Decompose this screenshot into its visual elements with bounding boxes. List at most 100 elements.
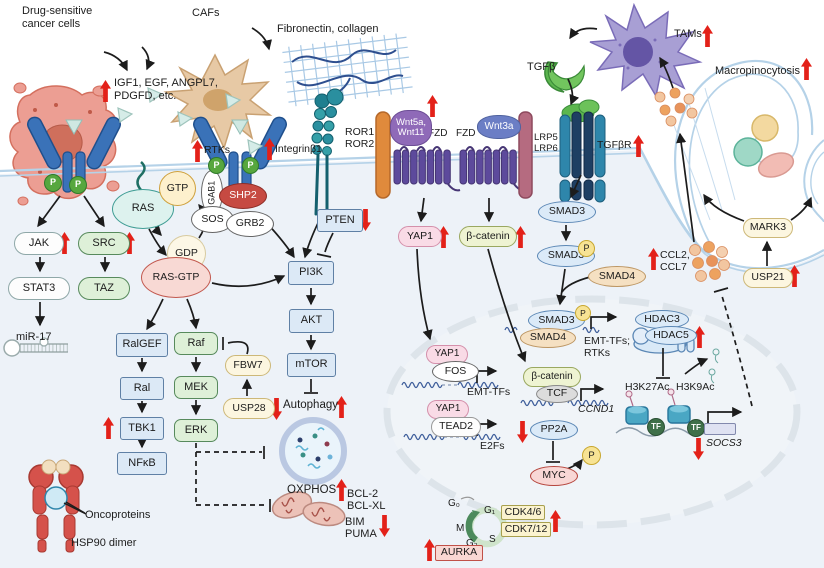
raf-node: Raf — [174, 332, 218, 355]
tgfb-label: TGFβ — [527, 61, 556, 73]
shp2-node: SHP2 — [219, 183, 267, 209]
macropinocytosis-label: Macropinocytosis — [715, 65, 800, 77]
fibronectin-label: Fibronectin, collagen — [277, 23, 379, 35]
bcatenin-cyto-node: β-catenin — [459, 226, 517, 247]
phospho-myc: P — [582, 446, 601, 465]
trend-up-tams — [702, 25, 713, 47]
grb2-node: GRB2 — [226, 211, 274, 237]
hsp90-dimer — [28, 459, 87, 553]
cdk46-node: CDK4/6 — [501, 505, 545, 520]
mek-node: MEK — [174, 376, 218, 399]
mark3-node: MARK3 — [743, 218, 793, 238]
fzd-receptor-2 — [459, 146, 527, 192]
fzd1-label: FZD — [428, 128, 448, 139]
tgfb-ligand — [544, 61, 585, 93]
bcatenin-nuc-node: β-catenin — [523, 367, 581, 387]
nucleosomes — [615, 348, 720, 437]
ccnd1-label: CCND1 — [578, 403, 615, 415]
src-node: SRC — [78, 232, 130, 255]
phospho-rtk2: P — [69, 176, 87, 194]
phospho-shp2b: P — [242, 157, 259, 174]
tead2-node: TEAD2 — [431, 417, 481, 437]
tgfbr-label: TGFβR — [597, 139, 632, 151]
ror-receptor — [375, 111, 391, 199]
ror-label: ROR1 ROR2 — [345, 126, 375, 151]
oncoproteins-label: Oncoproteins — [85, 509, 151, 521]
wnt5a-ligand: Wnt5a, Wnt11 — [390, 110, 432, 146]
trend-up-macropinocytosis — [801, 58, 812, 80]
autophagy-label: Autophagy — [283, 399, 338, 411]
lrp-label: LRP5 LRP6 — [534, 132, 558, 155]
macropinocytosis-ruffle — [671, 59, 824, 251]
smad3-node-1: SMAD3 — [538, 201, 596, 223]
oxphos-label: OXPHOS — [287, 484, 337, 496]
taz-node: TAZ — [78, 277, 130, 300]
wnt3a-ligand: Wnt3a — [477, 115, 521, 139]
ral-node: Ral — [120, 377, 164, 400]
fbw7-node: FBW7 — [225, 355, 271, 376]
g2-label: G₂ — [466, 538, 478, 549]
fzd-receptor-1 — [393, 146, 461, 192]
aurka-node: AURKA — [435, 545, 483, 561]
tgfbr-receptor — [559, 99, 606, 203]
emt-tfs-label: EMT-TFs — [467, 386, 511, 398]
hdac5-node: HDAC5 — [645, 326, 697, 345]
rtks-label: RTKs — [204, 144, 231, 156]
bim-label: BIM — [345, 516, 365, 528]
bclxl-label: BCL-XL — [347, 500, 386, 512]
fzd2-label: FZD — [456, 128, 476, 139]
mir17-hairpin — [3, 337, 68, 357]
mir17-label: miR-17 — [16, 331, 52, 343]
h3k27ac-label: H3K27Ac — [625, 381, 670, 393]
myc-node: MYC — [530, 466, 578, 486]
bcl2-label: BCL-2 — [347, 488, 379, 500]
puma-label: PUMA — [345, 528, 377, 540]
phospho-smad3: P — [578, 240, 595, 257]
s-label: S — [489, 534, 496, 545]
phospho-shp2a: P — [208, 157, 225, 174]
mitochondria — [271, 491, 346, 527]
lrp-receptor — [518, 111, 533, 199]
yap1-cyto-node: YAP1 — [398, 226, 442, 247]
usp28-node: USP28 — [223, 398, 275, 419]
usp21-node: USP21 — [743, 268, 793, 288]
ras-gtp-node: RAS-GTP — [141, 257, 211, 298]
nfkb-node: NFκB — [117, 452, 167, 475]
tbk1-node: TBK1 — [120, 417, 164, 440]
smad4-node: SMAD4 — [588, 266, 646, 287]
pp2a-node: PP2A — [530, 420, 578, 440]
erk-node: ERK — [174, 419, 218, 442]
pi3k-node: PI3K — [288, 261, 334, 285]
cafs-label: CAFs — [192, 7, 220, 19]
phospho-rtk1: P — [44, 174, 62, 192]
gene-box — [704, 423, 736, 435]
g0-label: G₀ — [448, 498, 460, 509]
igf-ligands-label: IGF1, EGF, ANGPL7, PDGFD, etc. — [114, 77, 218, 102]
integrin-label: Integrinβ1 — [275, 143, 322, 155]
h3k9ac-label: H3K9Ac — [676, 381, 715, 393]
smad4-nuc-node: SMAD4 — [520, 328, 576, 348]
g1-label: G₁ — [484, 505, 496, 516]
ras-membrane-tail — [136, 161, 146, 191]
ccl-label: CCL2, CCL7 — [660, 249, 690, 274]
tams-label: TAMs — [674, 28, 702, 40]
nucleus-region — [383, 295, 801, 529]
hsp90-label: HSP90 dimer — [71, 537, 137, 549]
ralgef-node: RalGEF — [116, 333, 168, 357]
ligand-triangles — [117, 87, 264, 156]
emt-tfs-rtks-label: EMT-TFs; RTKs — [584, 335, 631, 360]
cdk712-node: CDK7/12 — [501, 522, 551, 537]
chemokine-dots-lower — [689, 241, 730, 282]
drug-sensitive-cells-label: Drug-sensitive cancer cells — [22, 5, 93, 30]
chemokine-dots-upper — [654, 87, 698, 127]
autophagosome — [279, 417, 347, 485]
fos-node: FOS — [432, 361, 479, 382]
rtk-receptor-left — [27, 116, 121, 193]
trend-up-wnt-fzd — [427, 95, 438, 117]
tcf-node: TCF — [536, 385, 578, 403]
signal-arrows — [34, 27, 813, 514]
pten-node: PTEN — [317, 209, 363, 232]
m-label: M — [456, 523, 465, 534]
